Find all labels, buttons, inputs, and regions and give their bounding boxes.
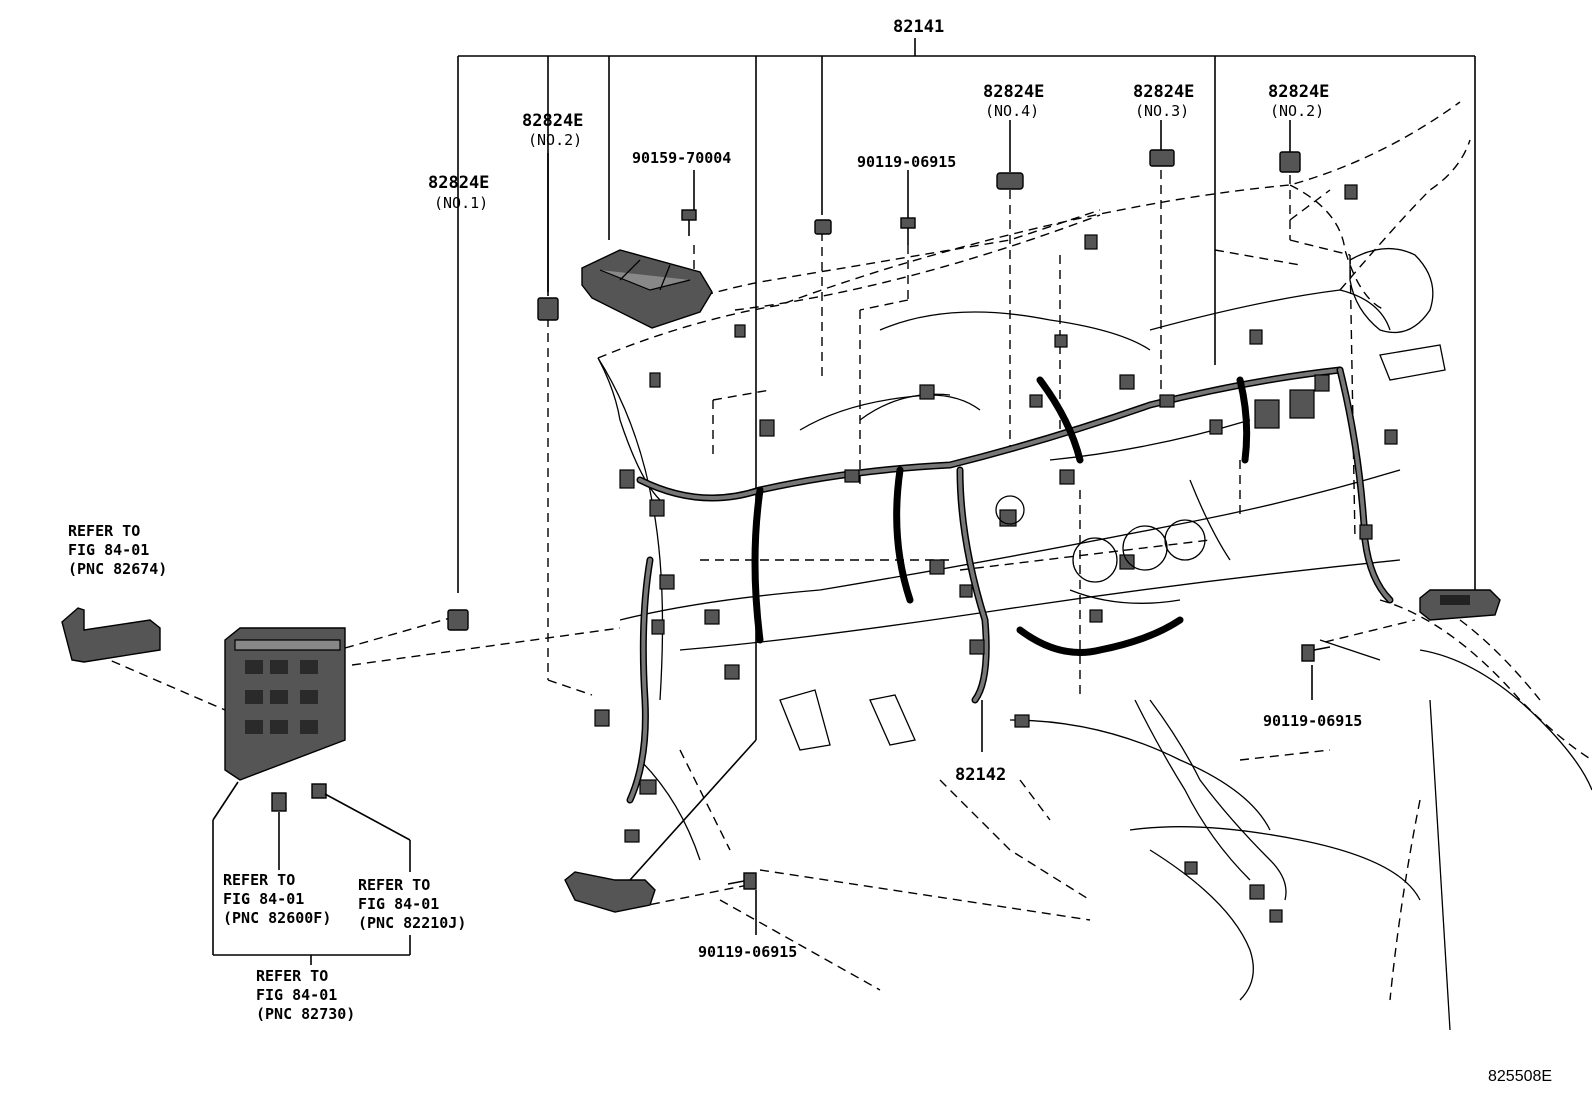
label-clamp-no3-qual: (NO.3) (1135, 102, 1189, 120)
clip-top (814, 219, 832, 235)
ref-note-82730: REFER TO FIG 84-01 (PNC 82730) (256, 967, 355, 1023)
label-clamp-no2-right-qual: (NO.2) (1270, 102, 1324, 120)
label-82141: 82141 (893, 17, 944, 37)
label-clamp-no2-left-qual: (NO.2) (528, 131, 582, 149)
clamp-no1 (447, 609, 469, 631)
label-bolt-center-top: 90119-06915 (857, 153, 956, 171)
relay-82210j (311, 783, 327, 799)
bolt-right (1301, 644, 1331, 662)
label-clamp-no1-qual: (NO.1) (434, 194, 488, 212)
part-labels: 82141 82824E (NO.2) 82824E (NO.1) 90159-… (428, 17, 1362, 961)
svg-text:REFER TO: REFER TO (358, 876, 430, 894)
fuse-82600f (271, 792, 287, 812)
clamp-no2-right (1279, 151, 1301, 173)
svg-text:REFER TO: REFER TO (256, 967, 328, 985)
label-clamp-no1: 82824E (428, 173, 489, 193)
label-clamp-no4: 82824E (983, 82, 1044, 102)
ecu-bracket (581, 249, 713, 329)
clamp-no2-left (537, 297, 559, 321)
svg-text:FIG 84-01: FIG 84-01 (256, 986, 337, 1004)
svg-text:FIG 84-01: FIG 84-01 (358, 895, 439, 913)
ref-note-82600f: REFER TO FIG 84-01 (PNC 82600F) (223, 871, 331, 927)
svg-text:(PNC 82674): (PNC 82674) (68, 560, 167, 578)
main-assembly-leader (457, 38, 1476, 881)
label-clamp-no2-right: 82824E (1268, 82, 1329, 102)
bolt-bottom (727, 872, 757, 890)
clamp-no4 (996, 172, 1024, 190)
label-bolt-70004: 90159-70004 (632, 149, 731, 167)
label-leaders (212, 120, 1313, 965)
label-clamp-no2-left: 82824E (522, 111, 583, 131)
bolt-70004 (681, 209, 697, 236)
label-bolt-right: 90119-06915 (1263, 712, 1362, 730)
center-cluster (995, 495, 1206, 604)
ref-note-82210j: REFER TO FIG 84-01 (PNC 82210J) (358, 876, 466, 932)
svg-text:REFER TO: REFER TO (223, 871, 295, 889)
svg-text:FIG 84-01: FIG 84-01 (68, 541, 149, 559)
reference-notes: REFER TO FIG 84-01 (PNC 82674) REFER TO … (68, 522, 466, 1023)
right-connector-block (1419, 589, 1501, 621)
dashed-leaders (97, 170, 1416, 906)
ref-note-82674: REFER TO FIG 84-01 (PNC 82674) (68, 522, 167, 578)
bottom-connector (564, 871, 656, 913)
label-clamp-no3: 82824E (1133, 82, 1194, 102)
label-bolt-bottom: 90119-06915 (698, 943, 797, 961)
svg-text:REFER TO: REFER TO (68, 522, 140, 540)
svg-text:(PNC 82210J): (PNC 82210J) (358, 914, 466, 932)
label-82142: 82142 (955, 765, 1006, 785)
label-clamp-no4-qual: (NO.4) (985, 102, 1039, 120)
junction-block (224, 627, 346, 781)
svg-text:(PNC 82600F): (PNC 82600F) (223, 909, 331, 927)
figure-id: 825508E (1488, 1068, 1552, 1085)
clamp-no3 (1149, 149, 1175, 167)
relay-bracket (61, 607, 161, 663)
wire-harness-82141 (626, 366, 1394, 901)
svg-text:FIG 84-01: FIG 84-01 (223, 890, 304, 908)
bolt-center-top (900, 217, 916, 245)
svg-text:(PNC 82730): (PNC 82730) (256, 1005, 355, 1023)
harness-connectors (594, 184, 1398, 923)
